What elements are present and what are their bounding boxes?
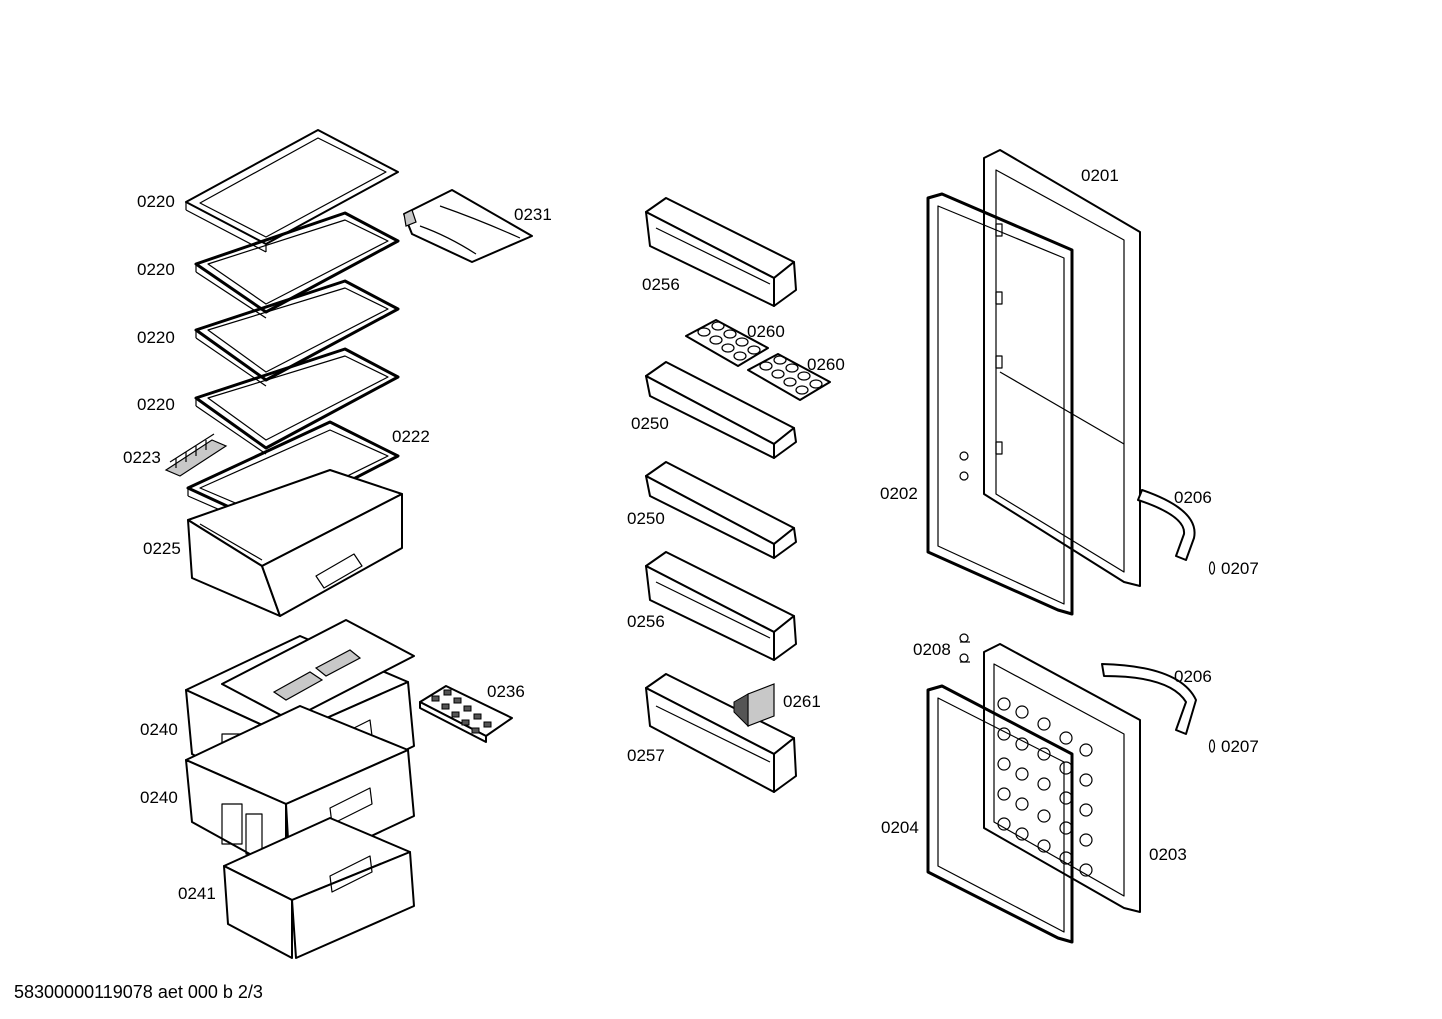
glass-shelf-1 (185, 129, 399, 253)
shelf-rail (164, 433, 228, 477)
bottle-stop (733, 683, 775, 728)
hinge-pins (959, 633, 970, 663)
door-shelf-3 (645, 551, 797, 661)
glass-shelf-4 (194, 347, 400, 455)
fridge-handle (1137, 489, 1196, 561)
ice-cube-tray (419, 685, 513, 743)
label-door-shelf-1: 0250 (631, 414, 669, 433)
label-fridge-gasket: 0202 (880, 484, 918, 503)
label-drawer-2: 0240 (140, 788, 178, 807)
hinge-screws-upper (959, 451, 969, 481)
label-hinge-pin: 0208 (913, 640, 951, 659)
label-shelf-2: 0220 (137, 260, 175, 279)
fridge-door-panel (983, 149, 1141, 587)
label-door-shelf-bottom: 0257 (627, 746, 665, 765)
label-door-shelf-2: 0250 (627, 509, 665, 528)
document-code: 58300000119078 aet 000 b 2/3 (14, 982, 263, 1002)
egg-tray-2 (747, 353, 831, 401)
label-handle-1: 0206 (1174, 488, 1212, 507)
label-drawer-bottom: 0241 (178, 884, 216, 903)
door-shelf-1 (645, 361, 797, 459)
label-door-shelf-top: 0256 (642, 275, 680, 294)
label-shelf-4: 0220 (137, 395, 175, 414)
label-bottle-stop: 0261 (783, 692, 821, 711)
label-fridge-door: 0201 (1081, 166, 1119, 185)
label-drawer-1: 0240 (140, 720, 178, 739)
door-shelf-bottom (645, 673, 797, 793)
egg-tray-1 (685, 319, 769, 367)
screw-icons (1208, 561, 1216, 753)
label-shelf-3: 0220 (137, 328, 175, 347)
label-ice-tray: 0236 (487, 682, 525, 701)
butter-holder (403, 189, 533, 263)
freezer-drawer-bottom (223, 817, 415, 959)
label-holder: 0231 (514, 205, 552, 224)
label-screw-1: 0207 (1221, 559, 1259, 578)
freezer-door-gasket (926, 684, 1074, 944)
door-shelf-top (645, 197, 797, 307)
label-shelf-bottom: 0222 (392, 427, 430, 446)
label-crisper: 0225 (143, 539, 181, 558)
label-door-shelf-3: 0256 (627, 612, 665, 631)
freezer-handle (1101, 663, 1197, 735)
label-egg-tray-2: 0260 (807, 355, 845, 374)
label-freezer-gasket: 0204 (881, 818, 919, 837)
label-handle-2: 0206 (1174, 667, 1212, 686)
label-rail: 0223 (123, 448, 161, 467)
fridge-door-gasket (926, 192, 1074, 616)
label-shelf-1: 0220 (137, 192, 175, 211)
label-screw-2: 0207 (1221, 737, 1259, 756)
label-freezer-door: 0203 (1149, 845, 1187, 864)
freezer-door-panel (983, 643, 1141, 913)
label-egg-tray-1: 0260 (747, 322, 785, 341)
door-shelf-2 (645, 461, 797, 559)
crisper-box (187, 469, 403, 617)
